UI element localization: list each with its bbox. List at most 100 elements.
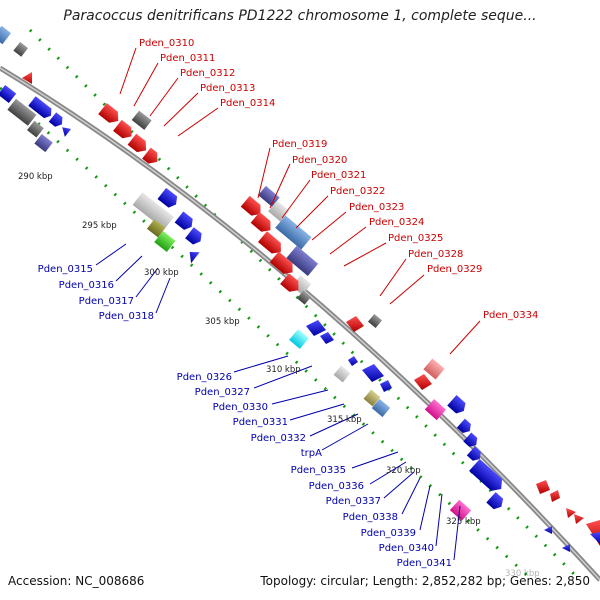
gene-feature bbox=[363, 389, 381, 407]
leader-line bbox=[435, 493, 443, 547]
gene-label: Pden_0321 bbox=[311, 170, 366, 181]
gene-label: Pden_0322 bbox=[330, 186, 385, 197]
gene-label: Pden_0332 bbox=[251, 433, 306, 444]
gene-feature bbox=[371, 398, 391, 418]
gene-label: Pden_0327 bbox=[195, 387, 250, 398]
gene-label: Pden_0341 bbox=[397, 558, 452, 569]
gene-label: Pden_0339 bbox=[361, 528, 416, 539]
gene-label: Pden_0317 bbox=[79, 296, 134, 307]
leader-line bbox=[269, 163, 291, 209]
leader-line bbox=[115, 255, 143, 282]
gene-feature bbox=[275, 215, 312, 250]
leader-line bbox=[419, 485, 431, 531]
gene-label: Pden_0330 bbox=[213, 402, 268, 413]
leader-line bbox=[453, 505, 461, 561]
inner-dotted-ring bbox=[0, 86, 532, 580]
gene-feature bbox=[0, 84, 17, 104]
tick-label: 305 kbp bbox=[205, 317, 240, 327]
tick-label: 325 kbp bbox=[446, 517, 481, 527]
leader-line bbox=[135, 267, 159, 298]
gene-feature bbox=[562, 544, 570, 552]
gene-feature bbox=[22, 72, 32, 84]
leader-line bbox=[163, 92, 199, 127]
gene-feature bbox=[157, 187, 178, 208]
tick-label: 320 kbp bbox=[386, 466, 421, 476]
leader-line bbox=[401, 477, 421, 515]
gene-feature bbox=[113, 119, 132, 139]
gene-label: Pden_0316 bbox=[59, 280, 114, 291]
gene-feature bbox=[414, 374, 432, 390]
reverse-gene-labels: Pden_0315 Pden_0316 Pden_0317 Pden_0318 … bbox=[38, 264, 452, 569]
gene-feature bbox=[174, 211, 193, 230]
gene-label: Pden_0315 bbox=[38, 264, 93, 275]
gene-label: Pden_0331 bbox=[233, 417, 288, 428]
tick-label: 330 kbp bbox=[505, 569, 540, 579]
gene-feature bbox=[146, 219, 166, 238]
gene-feature bbox=[250, 212, 271, 232]
gene-feature bbox=[7, 98, 37, 126]
gene-feature bbox=[367, 313, 383, 329]
gene-feature bbox=[424, 399, 447, 421]
leader-line bbox=[257, 147, 271, 199]
leader-line bbox=[321, 423, 369, 451]
forward-gene-labels: Pden_0310 Pden_0311 Pden_0312 Pden_0313 … bbox=[139, 38, 538, 321]
gene-feature bbox=[306, 320, 326, 336]
gene-label: Pden_0314 bbox=[220, 98, 275, 109]
gene-label: Pden_0313 bbox=[200, 83, 255, 94]
leader-line bbox=[379, 258, 407, 297]
leader-line bbox=[133, 62, 159, 107]
gene-feature bbox=[268, 200, 290, 222]
gene-feature bbox=[98, 103, 119, 123]
leader-line bbox=[389, 274, 425, 305]
gene-feature bbox=[423, 358, 445, 380]
leader-line bbox=[369, 461, 407, 485]
leader-line bbox=[295, 195, 329, 229]
gene-feature bbox=[240, 195, 261, 216]
gene-feature bbox=[536, 480, 550, 494]
gene-feature bbox=[590, 532, 600, 544]
gene-label: Pden_0329 bbox=[427, 264, 482, 275]
gene-feature bbox=[34, 134, 53, 153]
gene-label: Pden_0340 bbox=[379, 543, 434, 554]
gene-feature bbox=[185, 227, 202, 245]
gene-label: Pden_0334 bbox=[483, 310, 538, 321]
gene-label: Pden_0310 bbox=[139, 38, 194, 49]
gene-feature bbox=[362, 364, 384, 382]
gene-feature bbox=[286, 245, 319, 276]
leader-line bbox=[155, 277, 171, 314]
gene-feature bbox=[258, 231, 281, 254]
gene-feature bbox=[48, 112, 63, 127]
gene-feature bbox=[154, 231, 176, 252]
gene-feature bbox=[346, 316, 364, 332]
gene-feature bbox=[28, 96, 52, 119]
gene-feature bbox=[13, 41, 29, 57]
gene-feature bbox=[127, 133, 147, 153]
leader-line bbox=[95, 243, 127, 266]
gene-feature bbox=[463, 432, 478, 447]
gene-feature bbox=[26, 120, 44, 138]
gene-feature bbox=[333, 365, 351, 383]
accession-text: Accession: NC_008686 bbox=[8, 574, 145, 588]
gene-feature bbox=[269, 251, 293, 274]
gene-label: Pden_0319 bbox=[272, 139, 327, 150]
map-title: Paracoccus denitrificans PD1222 chromoso… bbox=[63, 8, 537, 24]
gene-feature bbox=[348, 356, 358, 366]
leader-line bbox=[149, 77, 179, 117]
reverse-leader-lines bbox=[95, 243, 461, 561]
tick-label: 300 kbp bbox=[144, 268, 179, 278]
leader-line bbox=[329, 226, 367, 255]
gene-feature bbox=[289, 329, 309, 349]
gene-feature bbox=[449, 499, 472, 521]
leader-line bbox=[449, 320, 481, 355]
kbp-ticks: 290 kbp 295 kbp 300 kbp 305 kbp 310 kbp … bbox=[18, 172, 540, 579]
topology-text: Topology: circular; Length: 2,852,282 bp… bbox=[260, 574, 590, 588]
gene-feature bbox=[296, 290, 312, 305]
gene-feature bbox=[258, 185, 280, 207]
gene-label: Pden_0326 bbox=[177, 372, 232, 383]
gene-label: Pden_0318 bbox=[99, 311, 154, 322]
leader-line bbox=[177, 107, 219, 137]
gene-feature bbox=[469, 458, 503, 491]
gene-feature bbox=[550, 490, 560, 502]
gene-feature bbox=[62, 127, 72, 137]
leader-line bbox=[253, 365, 313, 389]
